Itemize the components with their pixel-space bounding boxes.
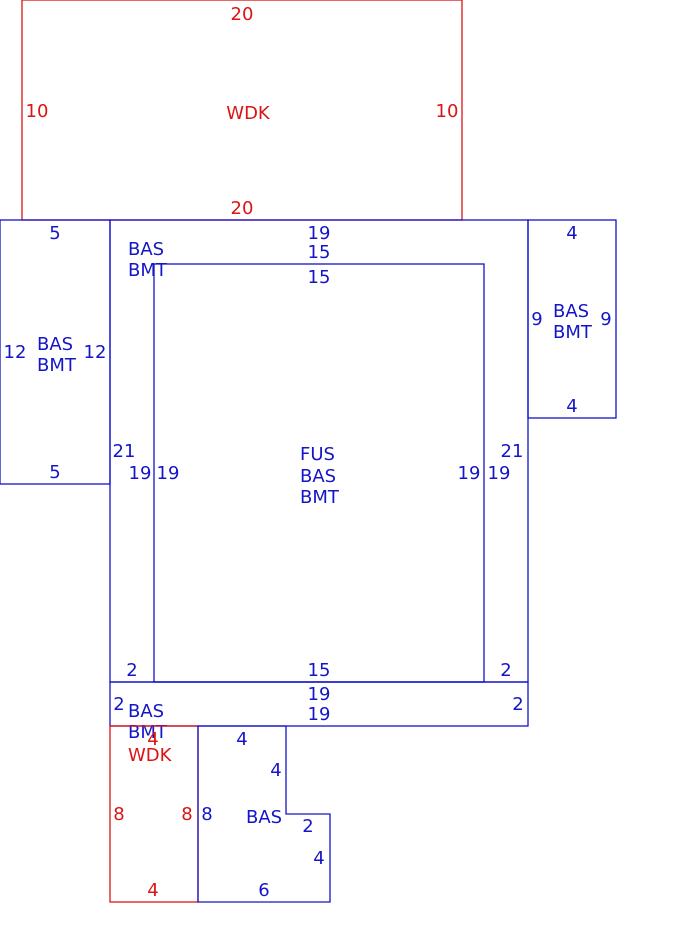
bas-step-dim-right-upper: 4 — [270, 760, 281, 781]
bas-step-dim-bottom: 6 — [258, 880, 269, 901]
bottom-strip-label-bmt: BMT — [128, 722, 168, 743]
bottom-strip-dim-right: 2 — [512, 694, 523, 715]
left-wing-dim-bottom: 5 — [49, 462, 60, 483]
right-wing-area: 4 9 9 BAS BMT 4 — [527, 219, 617, 419]
inner-core-dim-top-outer: 15 — [308, 242, 331, 263]
wdk-top-area: 20 10 10 WDK 20 — [21, 0, 463, 221]
left-wing-dim-top: 5 — [49, 223, 60, 244]
left-wing-label-bas: BAS — [37, 334, 73, 355]
inner-core-dim-left: 19 — [157, 463, 180, 484]
bas-step-outline — [197, 725, 331, 903]
bas-step-dim-top: 4 — [236, 729, 247, 750]
right-wing-dim-top: 4 — [566, 223, 577, 244]
wdk-top-dim-left: 10 — [26, 101, 49, 122]
wdk-top-label: WDK — [226, 103, 271, 124]
right-wing-label-bas: BAS — [553, 301, 589, 322]
bottom-strip-dim-bottom: 19 — [308, 704, 331, 725]
wdk-top-dim-right: 10 — [436, 101, 459, 122]
right-wing-dim-bottom: 4 — [566, 396, 577, 417]
wdk-top-dim-top: 20 — [231, 4, 254, 25]
bottom-strip-outline — [109, 681, 529, 727]
bas-step-dim-right-lower: 4 — [313, 848, 324, 869]
outer-ring-dim-right: 21 — [501, 441, 524, 462]
outer-ring-dim-right-inner: 19 — [488, 463, 511, 484]
wdk-bottom-dim-top: 4 — [147, 729, 158, 750]
inner-core-label-bmt: BMT — [300, 487, 340, 508]
right-wing-dim-right: 9 — [600, 309, 611, 330]
right-wing-label-bmt: BMT — [553, 322, 593, 343]
wdk-bottom-dim-right: 8 — [181, 804, 192, 825]
inner-core-area: 15 15 19 19 FUS BAS BMT 15 — [153, 242, 485, 683]
wdk-bottom-area: 4 WDK 8 8 4 — [109, 725, 199, 903]
bas-step-label: BAS — [246, 807, 282, 828]
inner-core-label-bas: BAS — [300, 466, 336, 487]
bas-step-dim-left: 8 — [201, 804, 212, 825]
wdk-bottom-dim-left: 8 — [113, 804, 124, 825]
inner-core-label-fus: FUS — [300, 444, 335, 465]
outer-ring-dim-left: 21 — [113, 441, 136, 462]
bottom-strip-area: 19 19 2 2 BAS BMT — [109, 681, 529, 743]
right-wing-dim-left: 9 — [531, 309, 542, 330]
outer-ring-dim-bottom-left: 2 — [126, 660, 137, 681]
outer-ring-label-bas: BAS — [128, 239, 164, 260]
wdk-top-dim-bottom: 20 — [231, 198, 254, 219]
outer-ring-label-bmt: BMT — [128, 260, 168, 281]
outer-ring-dim-top: 19 — [308, 223, 331, 244]
bottom-strip-dim-left: 2 — [113, 694, 124, 715]
left-wing-dim-left: 12 — [4, 342, 27, 363]
inner-core-dim-bottom: 15 — [308, 660, 331, 681]
left-wing-dim-right: 12 — [84, 342, 107, 363]
outer-ring-dim-left-inner: 19 — [129, 463, 152, 484]
bottom-strip-dim-top: 19 — [308, 684, 331, 705]
inner-core-dim-right: 19 — [458, 463, 481, 484]
bas-step-area: 4 4 8 BAS 2 4 6 — [197, 725, 331, 903]
wdk-bottom-label: WDK — [128, 745, 173, 766]
inner-core-dim-top: 15 — [308, 267, 331, 288]
left-wing-area: 5 12 12 BAS BMT 5 — [0, 219, 111, 485]
wdk-bottom-dim-bottom: 4 — [147, 880, 158, 901]
outer-ring-dim-bottom-right: 2 — [500, 660, 511, 681]
left-wing-label-bmt: BMT — [37, 355, 77, 376]
bottom-strip-label-bas: BAS — [128, 701, 164, 722]
bas-step-dim-step: 2 — [302, 816, 313, 837]
